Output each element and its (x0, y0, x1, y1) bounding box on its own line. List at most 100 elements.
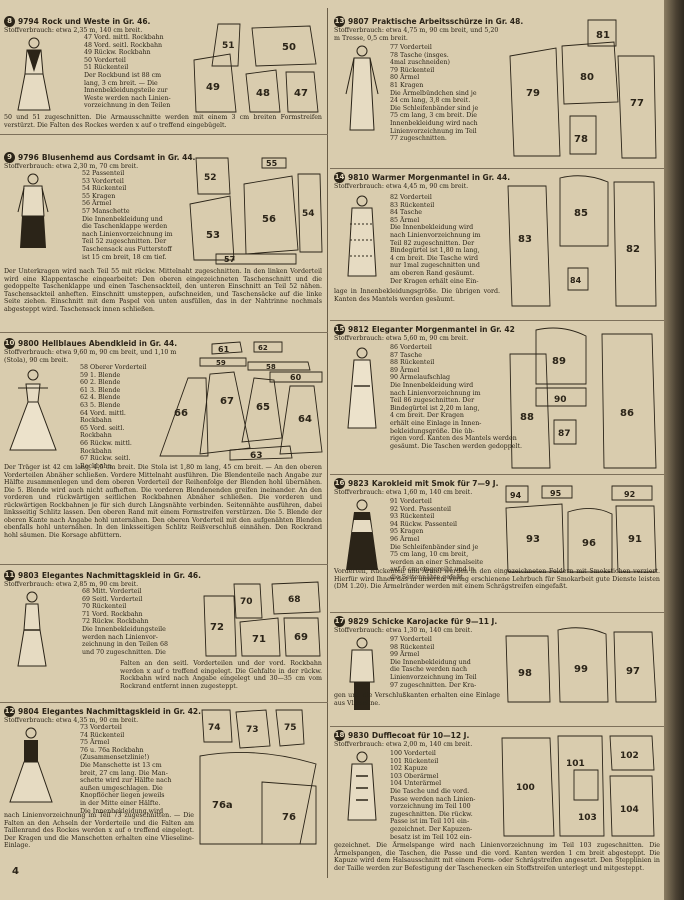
section-title: Warmer Morgenmantel in Gr. 44. (371, 173, 511, 182)
section-badge: 13 (334, 16, 345, 27)
svg-text:101: 101 (566, 759, 585, 769)
pattern-diagram: 100 101 102 103 104 (501, 735, 655, 837)
section-title: Praktische Arbeitsschürze in Gr. 48. (371, 17, 524, 26)
section-title: Rock und Weste in Gr. 46. (41, 17, 151, 26)
svg-text:103: 103 (578, 813, 597, 823)
pattern-diagram: 83 85 82 84 (507, 175, 657, 307)
section-badge: 11 (4, 570, 15, 581)
svg-text:78: 78 (574, 134, 588, 145)
section-body-text: nach Linienvorzeichnung im Teil 73 zuges… (4, 812, 194, 849)
material-info: Stoffverbrauch: etwa 2,35 m, 140 cm brei… (4, 27, 143, 34)
binding-edge (664, 0, 684, 900)
svg-text:72: 72 (210, 622, 224, 633)
svg-text:89: 89 (552, 356, 566, 367)
section-title: Dufflecoat für 10—12 J. (371, 731, 470, 740)
section-badge: 12 (4, 706, 15, 717)
section-badge: 10 (4, 338, 15, 349)
svg-text:65: 65 (256, 402, 270, 413)
material-info: Stoffverbrauch: etwa 2,85 m, 90 cm breit… (4, 581, 139, 588)
pattern-diagram: 70 68 72 71 69 (203, 581, 321, 657)
column-divider (327, 8, 328, 878)
svg-text:98: 98 (518, 668, 532, 679)
svg-text:80: 80 (580, 72, 594, 83)
pattern-code: 9810 (348, 173, 369, 182)
pattern-code: 9804 (18, 707, 39, 716)
svg-text:100: 100 (516, 783, 535, 793)
material-info: Stoffverbrauch: etwa 5,60 m, 90 cm breit… (334, 335, 469, 342)
section-badge: 8 (4, 16, 15, 27)
svg-text:64: 64 (298, 414, 312, 425)
pattern-code: 9794 (18, 17, 39, 26)
fashion-figure (17, 173, 49, 248)
svg-text:96: 96 (582, 538, 596, 549)
section-body-text: lage in Innenbekleidungsgröße. Die übrig… (334, 288, 500, 303)
svg-text:57: 57 (224, 255, 235, 264)
svg-text:49: 49 (206, 82, 220, 93)
pattern-code: 9823 (348, 479, 369, 488)
svg-text:67: 67 (220, 396, 234, 407)
svg-text:76a: 76a (212, 800, 233, 811)
fashion-figure (17, 37, 51, 111)
svg-text:93: 93 (526, 534, 540, 545)
section-body-text: gezeichnet. Die Ärmelspange wird nach Li… (334, 842, 660, 872)
svg-text:68: 68 (288, 595, 301, 605)
svg-text:52: 52 (204, 173, 217, 183)
svg-text:99: 99 (574, 664, 588, 675)
svg-text:71: 71 (252, 634, 266, 645)
section-title: Karokleid mit Smok für 7—9 J. (371, 479, 499, 488)
section-title: Blusenhemd aus Cordsamt in Gr. 44. (41, 153, 196, 162)
material-info: Stoffverbrauch: etwa 1,30 m, 140 cm brei… (334, 627, 473, 634)
pattern-code: 9829 (348, 617, 369, 626)
svg-text:47: 47 (294, 88, 308, 99)
section-title: Elegantes Nachmittagskleid in Gr. 46. (41, 571, 201, 580)
pattern-code: 9803 (18, 571, 39, 580)
svg-text:83: 83 (518, 234, 532, 245)
material-info: Stoffverbrauch: etwa 2,00 m, 140 cm brei… (334, 741, 473, 748)
fashion-figure (349, 637, 375, 710)
section-title: Elegantes Nachmittagskleid in Gr. 42. (41, 707, 201, 716)
svg-text:59: 59 (216, 359, 226, 367)
fashion-figure (9, 369, 57, 451)
fashion-figure (17, 591, 47, 667)
svg-text:66: 66 (174, 408, 188, 419)
pattern-diagram: 94 95 92 93 96 91 (505, 485, 657, 573)
section-badge: 14 (334, 172, 345, 183)
svg-text:73: 73 (246, 725, 259, 735)
material-info: Stoffverbrauch: etwa 9,60 m, 90 cm breit… (4, 349, 177, 364)
section-title: Hellblaues Abendkleid in Gr. 44. (41, 339, 178, 348)
svg-text:56: 56 (262, 214, 276, 225)
svg-text:69: 69 (294, 632, 308, 643)
svg-text:74: 74 (208, 723, 221, 733)
svg-text:104: 104 (620, 805, 639, 815)
material-info: Stoffverbrauch: etwa 4,35 m, 90 cm breit… (4, 717, 139, 724)
svg-text:88: 88 (520, 412, 534, 423)
material-info: Stoffverbrauch: etwa 4,75 m, 90 cm breit… (334, 27, 499, 42)
